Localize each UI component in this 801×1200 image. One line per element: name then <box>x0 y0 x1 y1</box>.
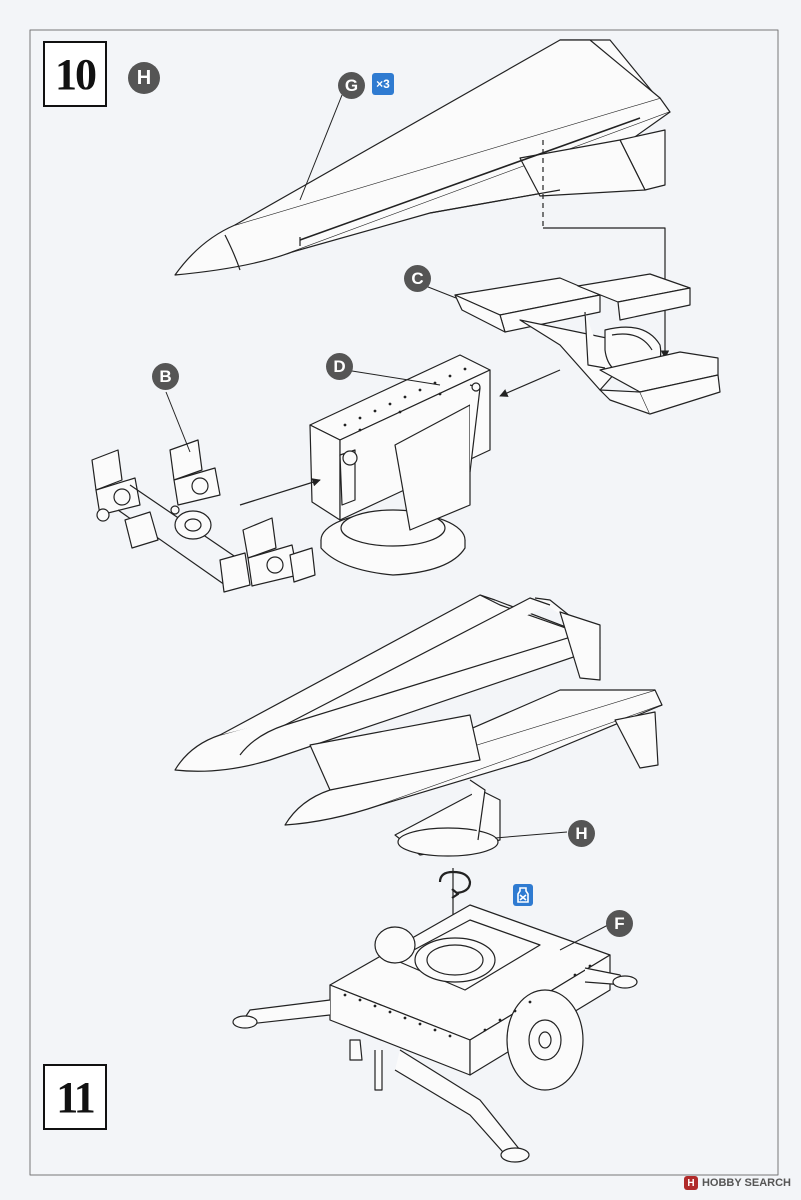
chassis-rivets <box>343 964 592 1038</box>
part-c-rail <box>454 273 721 415</box>
badge-c: C <box>404 265 431 292</box>
assembled-launcher <box>174 594 663 857</box>
part-d-turntable <box>309 354 491 576</box>
missile-top <box>174 39 671 276</box>
page-frame <box>29 29 779 1176</box>
watermark-logo: H <box>683 1176 698 1190</box>
step-number-11: 11 <box>43 1064 107 1130</box>
part-f-chassis <box>232 904 638 1163</box>
part-d-rivets <box>343 367 467 432</box>
badge-b: B <box>152 363 179 390</box>
badge-g: G <box>338 72 365 99</box>
no-glue-icon <box>513 884 533 906</box>
rotate-arrow-icon <box>438 866 470 898</box>
badge-d: D <box>326 353 353 380</box>
step-number-10: 10 <box>43 41 107 107</box>
badge-h-top: H <box>128 62 160 94</box>
watermark-text: HOBBY SEARCH <box>701 1177 791 1189</box>
quantity-multiplier-tag: ×3 <box>372 73 394 95</box>
part-b-saddles <box>91 439 316 593</box>
badge-f: F <box>606 910 633 937</box>
watermark: H HOBBY SEARCH <box>683 1176 791 1190</box>
badge-h-mid: H <box>568 820 595 847</box>
